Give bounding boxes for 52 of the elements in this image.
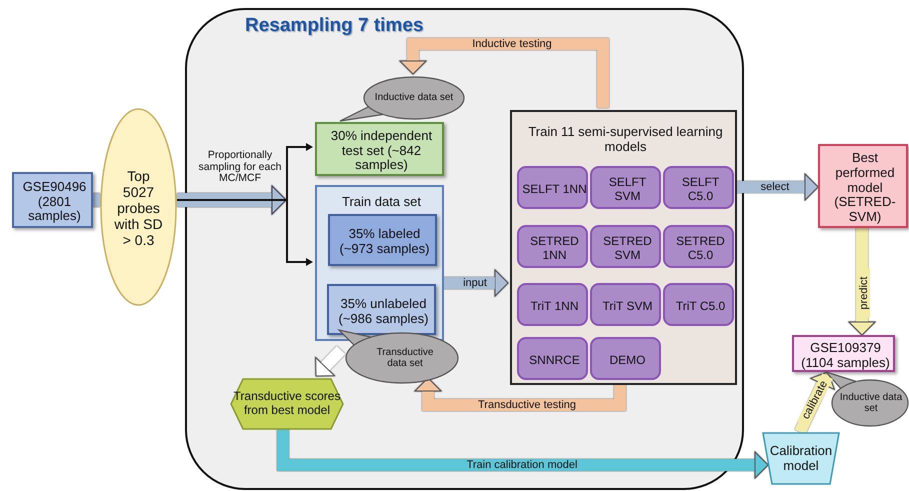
- edge-label: predict: [858, 268, 870, 318]
- node-label: DEMO: [610, 354, 646, 368]
- filter-ellipse: [100, 108, 177, 306]
- panel-heading: Train 11 semi-supervised learning models: [527, 125, 724, 155]
- node-label: SNNRCE: [529, 354, 580, 368]
- node-label: SELFT 1NN: [522, 182, 587, 196]
- node-label: Calibration model: [768, 444, 834, 474]
- node-label: SETRED SVM: [602, 234, 653, 262]
- node-label: TriT C5.0: [676, 300, 726, 314]
- node-label: TriT 1NN: [530, 300, 578, 314]
- model-ticket: [517, 166, 588, 209]
- dataset-box: [12, 172, 93, 228]
- model-ticket: [663, 166, 734, 209]
- model-ticket: [663, 283, 734, 326]
- model-ticket: [590, 166, 661, 209]
- models-panel: [510, 110, 737, 385]
- node-label: Best performed model (SETRED-SVM): [833, 150, 897, 226]
- panel-heading: Train data set: [342, 194, 421, 210]
- block-arrow: [177, 186, 286, 214]
- node-label: SETRED C5.0: [675, 234, 726, 262]
- node-label: 30% independent test set (~842 samples): [330, 128, 434, 174]
- validation-set-box: [792, 335, 895, 372]
- edge-label: Proportionally sampling for each MC/MCF: [198, 150, 282, 185]
- callout-text: Inductive data set: [374, 92, 454, 104]
- test-set-box: [315, 122, 444, 176]
- node-label: TriT SVM: [602, 300, 652, 314]
- model-ticket: [663, 225, 734, 268]
- group-frame: [185, 8, 744, 490]
- model-ticket: [590, 337, 661, 380]
- edge-label: Inductive testing: [470, 38, 554, 50]
- unlabeled-box: [327, 284, 436, 335]
- node-label: SELFT C5.0: [680, 176, 720, 204]
- node-label: Transductive scores from best model: [233, 390, 341, 418]
- node-label: SETRED 1NN: [529, 234, 580, 262]
- model-ticket: [517, 225, 588, 268]
- scores-hexagon: [230, 378, 344, 430]
- labeled-box: [328, 214, 437, 266]
- section-title: Resampling 7 times: [245, 15, 424, 37]
- model-ticket: [517, 283, 588, 326]
- node-label: 35% unlabeled (~986 samples): [338, 296, 430, 326]
- model-ticket: [590, 225, 661, 268]
- model-ticket: [517, 337, 588, 380]
- node-label: GSE109379 (1104 samples): [800, 340, 891, 370]
- node-label: SELFT SVM: [608, 176, 648, 204]
- calibration-trapezoid: [762, 432, 840, 485]
- model-ticket: [590, 283, 661, 326]
- node-label: 35% labeled (~973 samples): [338, 227, 430, 257]
- node-label: GSE90496 (2801 samples): [22, 180, 88, 224]
- node-label: Top 5027 probes with SD > 0.3: [113, 168, 164, 248]
- best-model-box: [818, 144, 908, 228]
- train-set-panel: [315, 185, 444, 341]
- arrow: [848, 228, 876, 336]
